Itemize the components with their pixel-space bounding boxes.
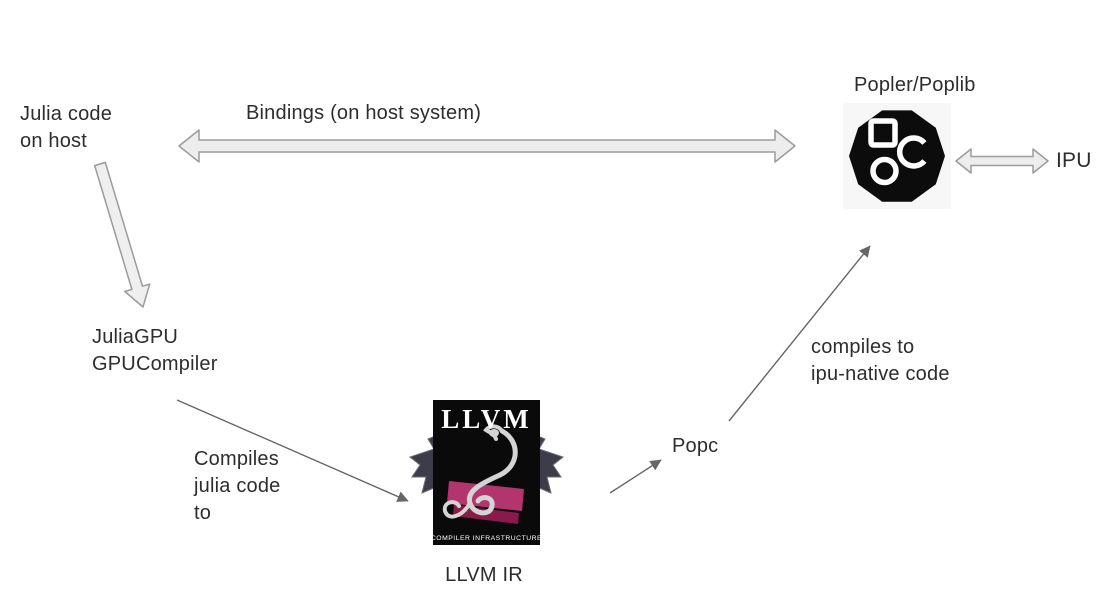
popc-label: Popc <box>672 435 719 457</box>
llvm-logo-subtitle: COMPILER INFRASTRUCTURE <box>431 535 542 542</box>
gpucompiler-to-llvm-arrow <box>176 399 409 502</box>
juliagpu-gpucompiler-label: JuliaGPU GPUCompiler <box>92 326 218 375</box>
logo-square-glyph <box>868 118 898 148</box>
ipu-label: IPU <box>1056 149 1092 172</box>
bindings-label: Bindings (on host system) <box>246 102 482 124</box>
llvm-box <box>433 400 540 545</box>
julia-code-on-host-label: Julia code on host <box>20 103 113 152</box>
llvm-logo-title: LLVM <box>441 404 532 434</box>
julia-to-gpucompiler-arrow <box>93 161 151 308</box>
llvm-to-popc-arrow <box>609 459 662 494</box>
logo-c-glyph <box>896 135 927 169</box>
dragon-head-graphic <box>489 429 499 437</box>
popc-to-poplar-arrow <box>728 245 871 422</box>
compiles-julia-code-label: Compiles julia code to <box>194 448 281 524</box>
popler-poplib-label: Popler/Poplib <box>854 74 976 96</box>
graphcore-logo <box>843 103 951 209</box>
graphcore-decagon-icon <box>849 110 945 202</box>
compiles-ipu-native-label: compiles to ipu-native code <box>811 336 950 385</box>
logo-circle-glyph <box>870 156 899 186</box>
llvm-ir-label: LLVM IR <box>445 564 523 586</box>
bindings-double-arrow <box>178 129 796 163</box>
poplar-ipu-double-arrow <box>955 148 1049 174</box>
llvm-logo: LLVM COMPILER INFRASTRUCTURE <box>404 397 565 567</box>
